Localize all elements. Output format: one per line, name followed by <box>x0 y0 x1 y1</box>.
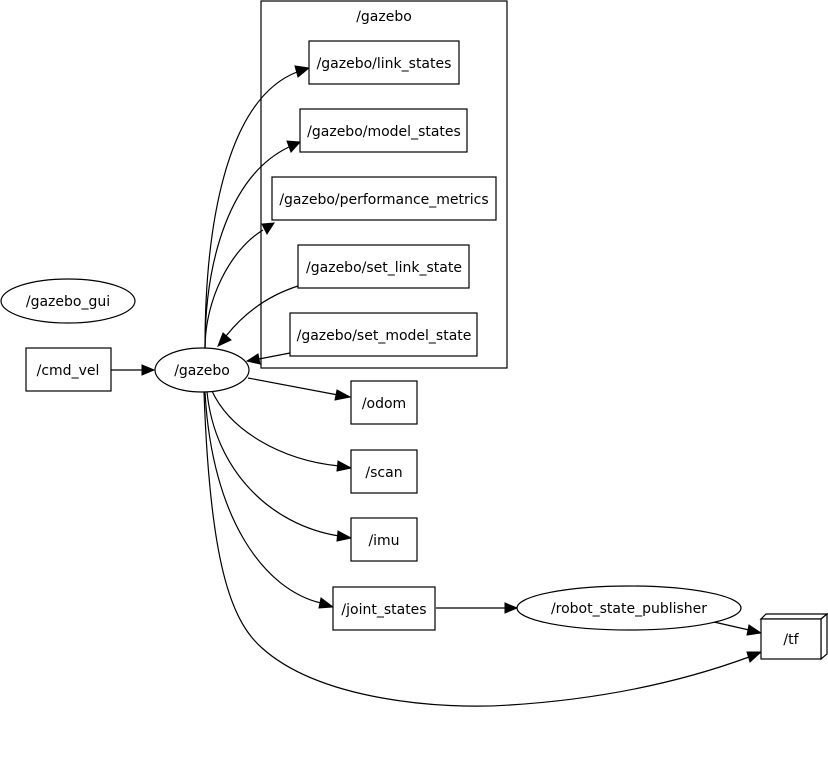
node-label: /gazebo_gui <box>26 294 110 310</box>
topic-gazebo-set-model-state[interactable]: /gazebo/set_model_state <box>289 312 478 357</box>
edge-arrowhead <box>318 597 335 609</box>
edge-gazebo-to-scan <box>211 390 340 467</box>
topic-label: /scan <box>365 465 402 481</box>
node-gazebo[interactable]: /gazebo <box>154 347 250 393</box>
edge-gazebo-to-performance-metrics <box>204 229 264 349</box>
edge-set-model-state-to-gazebo <box>258 352 291 360</box>
edge-gazebo-to-model-states <box>204 146 290 349</box>
topic-gazebo-model-states[interactable]: /gazebo/model_states <box>299 108 468 153</box>
topic-gazebo-performance-metrics[interactable]: /gazebo/performance_metrics <box>271 176 497 221</box>
edge-arrowhead <box>245 353 261 365</box>
edge-set-link-state-to-gazebo <box>225 285 299 337</box>
topic-imu[interactable]: /imu <box>350 517 418 562</box>
edges <box>111 65 763 707</box>
node-label: /robot_state_publisher <box>551 601 707 617</box>
topic-gazebo-link-states[interactable]: /gazebo/link_states <box>308 40 460 85</box>
edge-robot-state-publisher-to-tf <box>713 621 750 631</box>
edge-gazebo-to-tf <box>203 391 750 707</box>
topic-joint-states[interactable]: /joint_states <box>332 586 436 631</box>
topic-tf-3d-box[interactable]: /tf <box>759 612 828 661</box>
topic-label: /gazebo/link_states <box>317 56 452 72</box>
edge-arrowhead <box>504 602 519 614</box>
edge-gazebo-to-link-states <box>204 71 298 349</box>
edge-gazebo-to-odom <box>247 377 339 396</box>
topic-odom[interactable]: /odom <box>350 380 418 425</box>
node-gazebo-gui[interactable]: /gazebo_gui <box>0 278 136 324</box>
topic-label: /gazebo/model_states <box>307 124 461 140</box>
topic-scan[interactable]: /scan <box>350 449 418 494</box>
topic-label: /gazebo/set_model_state <box>297 328 472 344</box>
edge-arrowhead <box>217 332 232 347</box>
edge-arrowhead <box>334 389 352 401</box>
topic-label: /odom <box>362 396 406 412</box>
edge-arrowhead <box>261 222 275 236</box>
edge-arrowhead <box>746 651 763 663</box>
topic-label: /joint_states <box>341 602 426 618</box>
topic-label: /gazebo/set_link_state <box>306 260 462 276</box>
topic-label: /imu <box>368 533 399 549</box>
edge-arrowhead <box>141 364 156 376</box>
topic-label: /gazebo/performance_metrics <box>279 192 488 208</box>
edge-arrowhead <box>336 460 353 472</box>
topic-label: /cmd_vel <box>37 363 100 379</box>
node-label: /gazebo <box>174 363 230 379</box>
edge-arrowhead <box>294 65 311 78</box>
topic-label: /tf <box>783 632 799 648</box>
edge-gazebo-to-joint-states <box>204 391 322 604</box>
cluster-label: /gazebo <box>356 9 412 25</box>
edge-arrowhead <box>286 140 302 153</box>
edge-arrowhead <box>746 624 763 636</box>
edge-gazebo-to-imu <box>206 391 340 537</box>
node-robot-state-publisher[interactable]: /robot_state_publisher <box>516 585 742 631</box>
edge-arrowhead <box>336 530 353 542</box>
cluster-gazebo-namespace: /gazebo <box>260 0 508 369</box>
topic-gazebo-set-link-state[interactable]: /gazebo/set_link_state <box>297 244 470 289</box>
topic-cmd-vel[interactable]: /cmd_vel <box>25 347 112 392</box>
